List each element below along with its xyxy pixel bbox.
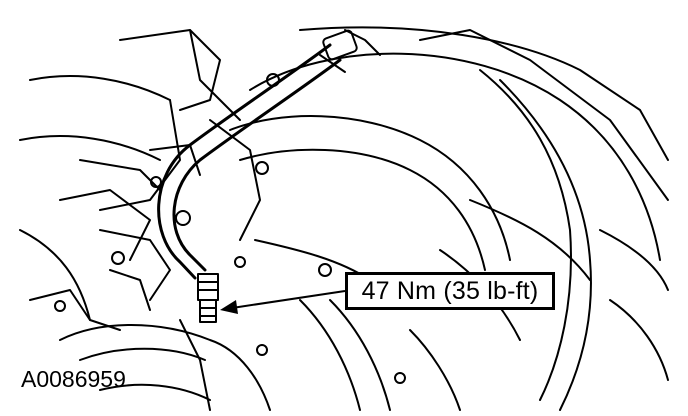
torque-callout: 47 Nm (35 lb-ft) (345, 272, 555, 310)
bolt-heads (54, 73, 406, 384)
lower-housing (59, 319, 271, 411)
torque-callout-label: 47 Nm (35 lb-ft) (361, 276, 539, 305)
transmission-housing (249, 26, 669, 411)
tube-fitting (197, 273, 219, 323)
transmission-cooler-tube (157, 43, 342, 280)
tube-clip (319, 29, 381, 73)
figure-id: A0086959 (21, 366, 126, 392)
engine-block (19, 29, 261, 331)
callout-arrow (220, 290, 346, 314)
bell-housing (229, 115, 511, 411)
